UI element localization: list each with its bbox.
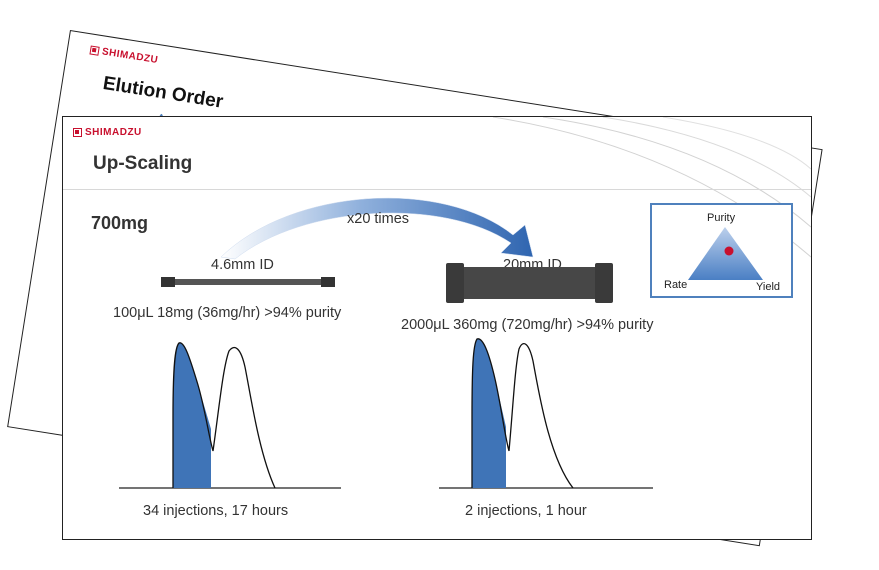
small-column-label: 4.6mm ID <box>211 257 274 273</box>
large-column-end-right <box>595 263 613 303</box>
triangle-label-yield: Yield <box>756 281 781 293</box>
large-column-load: 2000μL 360mg (720mg/hr) >94% purity <box>401 317 654 333</box>
large-column-end-left <box>446 263 464 303</box>
triangle-icon <box>688 227 763 280</box>
title-divider <box>63 189 811 190</box>
scale-up-arrow-icon <box>220 197 534 260</box>
small-column-body <box>164 279 331 285</box>
small-column-load: 100μL 18mg (36mg/hr) >94% purity <box>113 305 342 321</box>
scale-factor-label: x20 times <box>347 211 410 227</box>
triangle-label-rate: Rate <box>664 279 688 291</box>
large-column-body <box>461 267 597 299</box>
small-column-end-left <box>161 277 175 287</box>
slide-title: Up-Scaling <box>93 153 193 174</box>
triangle-label-purity: Purity <box>707 212 736 224</box>
sample-amount: 700mg <box>91 213 149 233</box>
chromatograms <box>119 338 653 489</box>
large-column-chromatogram <box>439 338 653 489</box>
large-column-result: 2 injections, 1 hour <box>465 503 587 519</box>
small-column-end-right <box>321 277 335 287</box>
target-point-icon <box>724 246 734 256</box>
small-column-chromatogram <box>119 342 341 489</box>
shimadzu-logo-front: SHIMADZU <box>73 127 142 138</box>
front-slide: SHIMADZU Up-Scaling 700mg x20 times 4.6m… <box>62 116 812 540</box>
purity-rate-yield-box: Purity Rate Yield <box>650 203 793 298</box>
small-column-result: 34 injections, 17 hours <box>143 503 289 519</box>
shimadzu-logo-icon <box>73 128 82 137</box>
